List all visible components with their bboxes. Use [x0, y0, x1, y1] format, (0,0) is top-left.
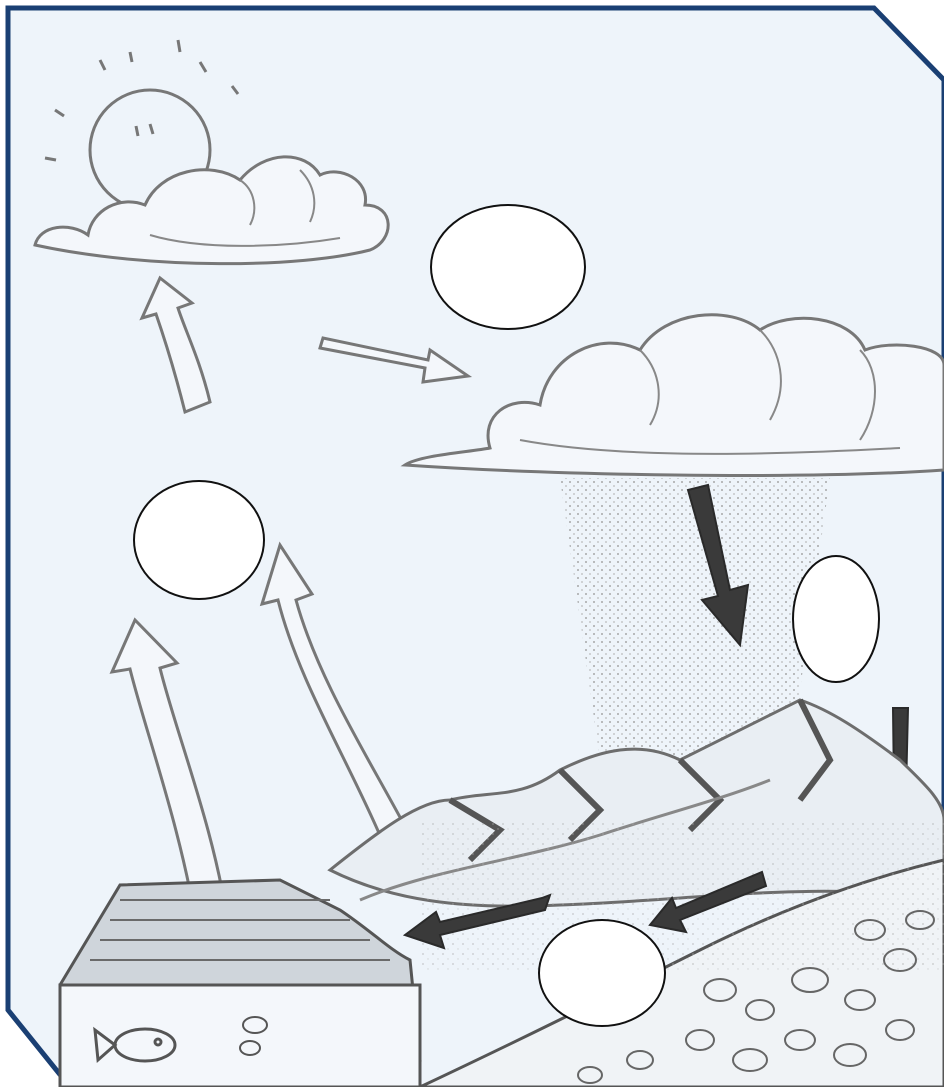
label-blank-precipitation[interactable] — [793, 556, 879, 682]
label-blank-evaporation[interactable] — [134, 481, 264, 599]
sandy-ground — [420, 820, 944, 970]
label-blank-collection[interactable] — [539, 920, 665, 1026]
label-blank-condensation[interactable] — [431, 205, 585, 329]
lake-front-face — [60, 985, 420, 1087]
